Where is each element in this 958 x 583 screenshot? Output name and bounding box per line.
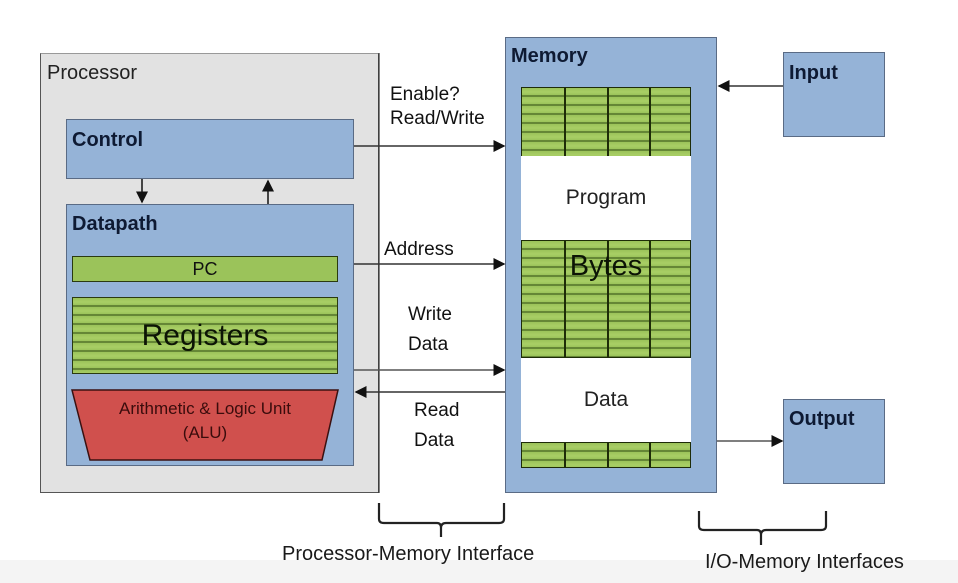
bottom-band — [0, 560, 958, 583]
bytes-label: Bytes — [521, 246, 691, 286]
alu-label-line2: (ALU) — [183, 423, 227, 442]
memory-title: Memory — [511, 45, 588, 67]
control-signal-label: Enable? Read/Write — [390, 83, 485, 131]
write-data-line2: Data — [408, 334, 449, 355]
processor-memory-brace — [377, 503, 506, 537]
write-data-label: Write Data — [408, 300, 452, 360]
data-label: Data — [583, 388, 629, 411]
control-signal-line2: Read/Write — [390, 108, 485, 129]
read-data-line2: Data — [414, 430, 455, 451]
memory-bytes-middle — [521, 240, 691, 358]
memory-program-region: Program — [521, 156, 691, 240]
output-box: Output — [783, 399, 885, 484]
pc-register: PC — [72, 256, 338, 282]
datapath-title: Datapath — [72, 213, 158, 235]
processor-title: Processor — [47, 62, 138, 84]
memory-data-region: Data — [521, 358, 691, 442]
write-data-line1: Write — [408, 304, 452, 325]
memory-bytes-bottom — [521, 442, 691, 468]
io-memory-brace — [697, 511, 828, 545]
output-title: Output — [789, 408, 855, 430]
processor-memory-interface-label: Processor-Memory Interface — [282, 543, 535, 565]
registers-block: Registers — [72, 297, 338, 374]
input-title: Input — [789, 62, 838, 84]
control-signal-line1: Enable? — [390, 84, 460, 105]
control-box: Control — [66, 119, 354, 179]
read-data-line1: Read — [414, 400, 460, 421]
bytes-label-text: Bytes — [569, 249, 643, 282]
io-memory-interfaces-label: I/O-Memory Interfaces — [705, 551, 904, 573]
program-label: Program — [565, 186, 647, 209]
alu-block: Arithmetic & Logic Unit (ALU) — [71, 389, 339, 461]
alu-trapezoid — [71, 389, 339, 461]
control-title: Control — [72, 129, 144, 151]
address-label: Address — [384, 239, 454, 260]
input-box: Input — [783, 52, 885, 137]
memory-bytes-top — [521, 87, 691, 157]
alu-label-line1: Arithmetic & Logic Unit — [119, 399, 291, 418]
read-data-label: Read Data — [414, 396, 459, 456]
